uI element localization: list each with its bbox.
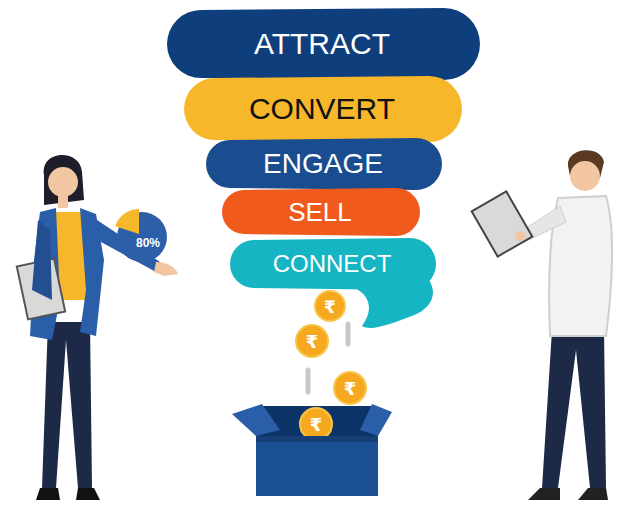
pants [42,322,92,488]
shoe [76,488,100,500]
arm [32,220,52,300]
box-front [256,436,378,496]
shoe [578,488,608,500]
stage-label: CONVERT [249,94,395,124]
funnel-band: ENGAGE [204,138,442,190]
neck [58,194,68,208]
band-fill [184,76,462,142]
band-fill [230,238,436,290]
pie-slice [115,209,139,234]
box-flap [360,404,392,436]
head [570,161,600,191]
coin [300,408,332,440]
band-fill [206,138,442,190]
stage-label: ENGAGE [263,150,383,178]
coin [315,291,345,321]
hand [515,231,525,241]
woman-figure [17,155,178,500]
funnel-band: CONVERT [182,76,462,142]
funnel-band: CONNECT [228,238,436,290]
shoe [528,488,560,500]
clipboard [472,191,533,256]
band-fill [222,188,420,236]
stage-label: CONNECT [273,252,392,276]
funnel-band: SELL [220,188,420,236]
pie-percent: 80% [136,237,160,249]
coin-symbol: ₹ [324,299,336,316]
coin-symbol: ₹ [310,416,323,434]
band-fill [167,8,480,80]
motion-dash [346,324,351,344]
stage-label: ATTRACT [254,29,390,59]
stage-label: SELL [288,199,352,225]
man-figure [472,150,612,500]
motion-dash [306,370,311,392]
pants [542,330,606,488]
coin [334,372,366,404]
coin-symbol: ₹ [344,380,357,398]
coin-symbol: ₹ [306,333,319,351]
box-flap [232,404,280,436]
head [48,167,78,197]
shoe [36,488,60,500]
coin [296,325,328,357]
hand [154,262,178,276]
box-rim [256,436,378,442]
funnel-band: ATTRACT [165,8,480,80]
